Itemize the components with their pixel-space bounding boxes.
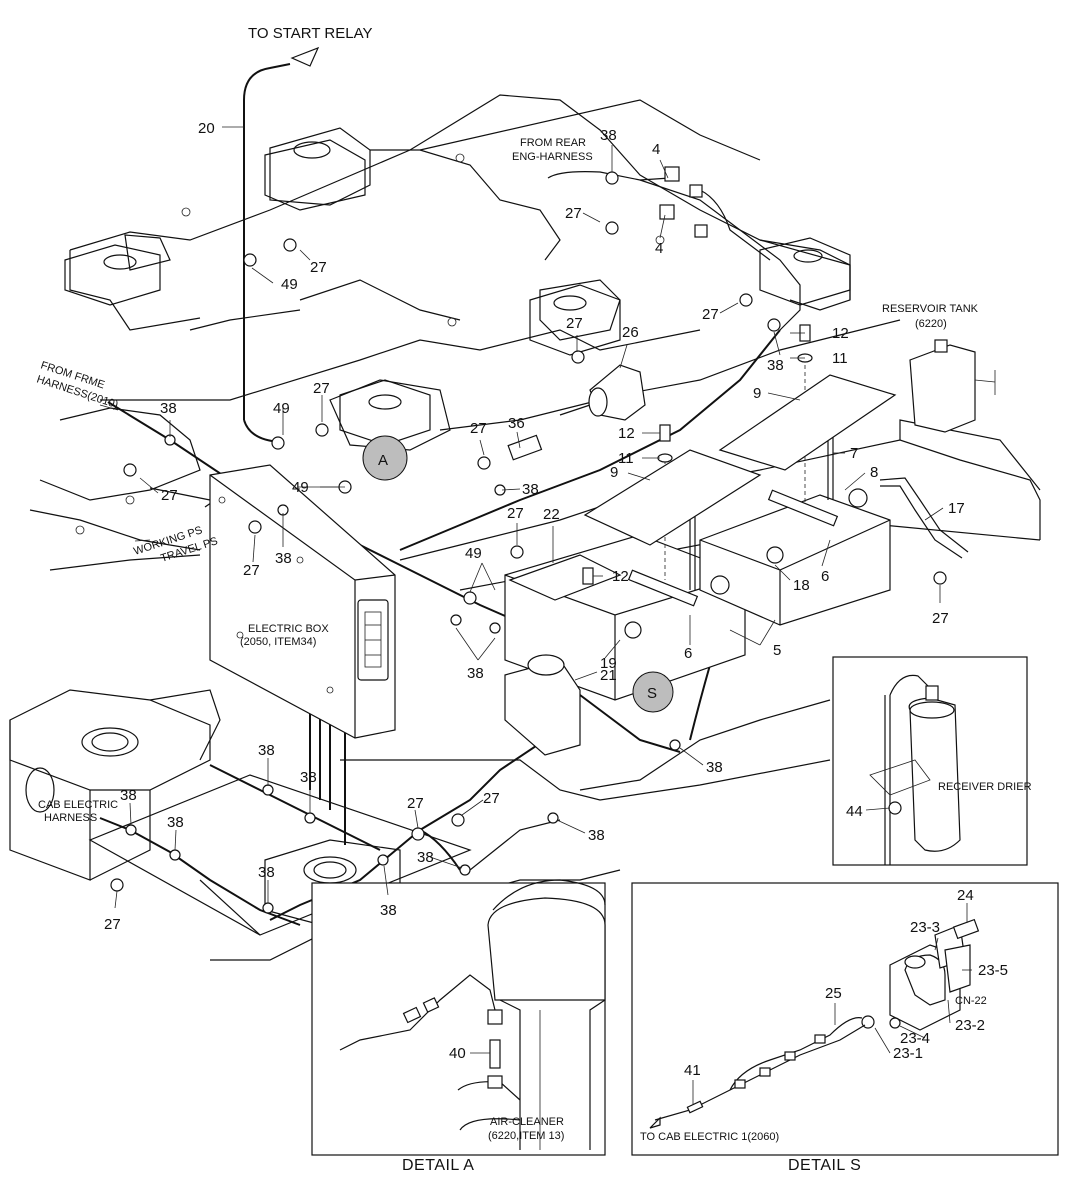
receiver-drier-label: RECEIVER DRIER xyxy=(938,781,1032,793)
callout: 38 xyxy=(706,759,723,776)
callout: 27 xyxy=(507,505,524,522)
callout: 23-2 xyxy=(955,1017,985,1034)
callout: 27 xyxy=(565,205,582,222)
callout: 11 xyxy=(618,450,634,467)
callout: 38 xyxy=(160,400,177,417)
callout: 25 xyxy=(825,985,842,1002)
callout: 49 xyxy=(465,545,482,562)
callout: 23-4 xyxy=(900,1030,930,1047)
battery-box-rear xyxy=(699,494,891,626)
reservoir-tank xyxy=(909,344,976,433)
from-rear-eng-harness-label-1: FROM REAR xyxy=(520,137,586,149)
callout: 23-1 xyxy=(893,1045,923,1062)
callout: 5 xyxy=(773,642,781,659)
callout: 7 xyxy=(850,445,858,462)
callout: 6 xyxy=(684,645,692,662)
callout: 38 xyxy=(588,827,605,844)
detail-s-box xyxy=(631,882,1059,1156)
cn22-label: CN-22 xyxy=(955,995,987,1007)
components xyxy=(110,46,996,914)
battery-cover-9a xyxy=(583,449,762,546)
callout: 40 xyxy=(449,1045,466,1062)
detail-a-box xyxy=(311,879,606,1156)
callout: 8 xyxy=(870,464,878,481)
callout: 27 xyxy=(470,420,487,437)
detail-s-caption: DETAIL S xyxy=(788,1157,861,1174)
callout: 38 xyxy=(380,902,397,919)
electric-box-label-1: ELECTRIC BOX xyxy=(248,623,329,635)
callout: 41 xyxy=(684,1062,701,1079)
callout: 49 xyxy=(292,479,309,496)
detail-s-marker-label: S xyxy=(647,685,657,702)
callout: 38 xyxy=(258,742,275,759)
cab-electric-harness-label-2: HARNESS xyxy=(44,812,97,824)
callout: 21 xyxy=(600,667,617,684)
callout: 4 xyxy=(652,141,660,158)
callout: 22 xyxy=(543,506,560,523)
callout: 38 xyxy=(120,787,137,804)
callout: 27 xyxy=(310,259,327,276)
callout: 18 xyxy=(793,577,810,594)
callout: 27 xyxy=(483,790,500,807)
callout: 9 xyxy=(610,464,618,481)
callout: 6 xyxy=(821,568,829,585)
reservoir-tank-label-1: RESERVOIR TANK xyxy=(882,303,979,315)
air-cleaner-label-2: (6220,ITEM 13) xyxy=(488,1130,564,1142)
callout: 38 xyxy=(767,357,784,374)
callout: 12 xyxy=(618,425,635,442)
callout: 11 xyxy=(832,350,848,367)
chassis-frame xyxy=(9,94,1041,961)
callout: 27 xyxy=(313,380,330,397)
callout: 44 xyxy=(846,803,863,820)
detail-a-marker-circle xyxy=(362,435,408,481)
callout: 27 xyxy=(104,916,121,933)
callout: 38 xyxy=(417,849,434,866)
callout: 12 xyxy=(832,325,849,342)
callout: 9 xyxy=(753,385,761,402)
callout: 4 xyxy=(655,240,663,257)
from-rear-eng-harness-label-2: ENG-HARNESS xyxy=(512,151,593,163)
callout: 27 xyxy=(566,315,583,332)
battery-cover-9b xyxy=(718,374,897,471)
detail-s-marker-circle xyxy=(632,671,674,713)
callout: 27 xyxy=(243,562,260,579)
callout: 20 xyxy=(198,120,215,137)
callout: 23-3 xyxy=(910,919,940,936)
callout-numbers: 20 38 4 27 4 27 49 12 27 27 26 11 38 27 … xyxy=(104,120,1008,1079)
callout: 27 xyxy=(407,795,424,812)
callout: 38 xyxy=(522,481,539,498)
callout: 19 xyxy=(600,655,617,672)
callout: 27 xyxy=(161,487,178,504)
callout: 49 xyxy=(273,400,290,417)
air-cleaner-label-1: AIR-CLEANER xyxy=(490,1116,564,1128)
cab-electric-harness-label-1: CAB ELECTRIC xyxy=(38,799,118,811)
callout: 17 xyxy=(948,500,965,517)
callout: 27 xyxy=(932,610,949,627)
callout: 36 xyxy=(508,415,525,432)
callout: 49 xyxy=(281,276,298,293)
to-cab-electric-label: TO CAB ELECTRIC 1(2060) xyxy=(640,1131,779,1143)
callout: 24 xyxy=(957,887,974,904)
leader-lines xyxy=(99,126,972,1104)
detail-a-marker-label: A xyxy=(378,452,388,469)
callout: 38 xyxy=(275,550,292,567)
receiver-drier-inset xyxy=(832,656,1028,866)
callout: 26 xyxy=(622,324,639,341)
detail-a-caption: DETAIL A xyxy=(402,1157,474,1174)
to-start-relay-label: TO START RELAY xyxy=(248,25,372,42)
callout: 38 xyxy=(167,814,184,831)
callout: 23-5 xyxy=(978,962,1008,979)
callout: 38 xyxy=(258,864,275,881)
reservoir-tank-label-2: (6220) xyxy=(915,318,947,330)
callout: 38 xyxy=(600,127,617,144)
electric-box-label-2: (2050, ITEM34) xyxy=(240,636,316,648)
callout: 12 xyxy=(612,568,629,585)
callout: 38 xyxy=(467,665,484,682)
callout: 38 xyxy=(300,769,317,786)
callout: 27 xyxy=(702,306,719,323)
